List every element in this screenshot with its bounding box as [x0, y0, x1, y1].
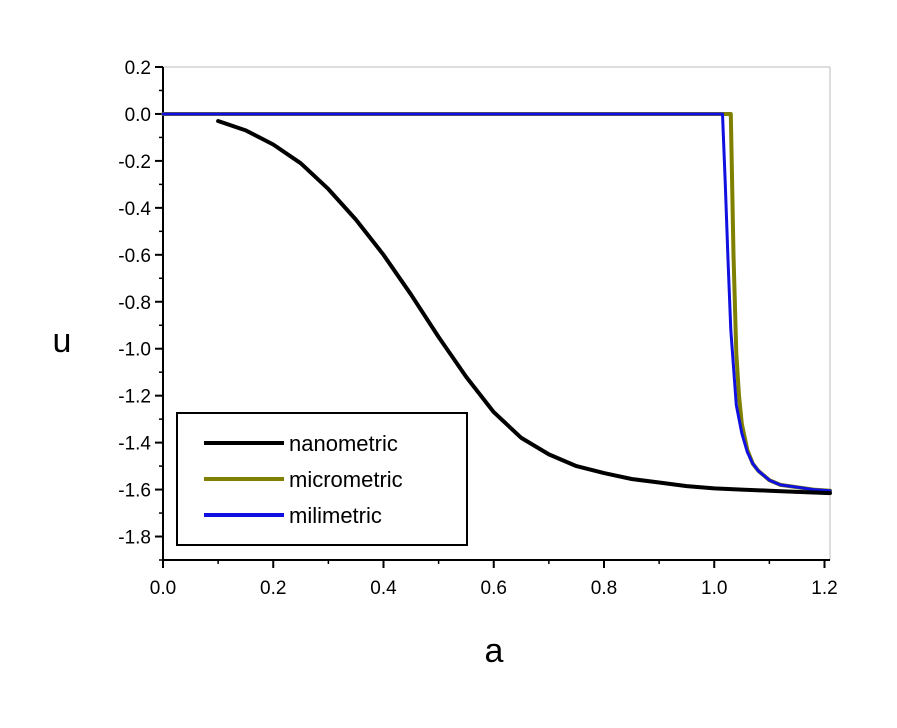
x-tick-label: 0.0 — [150, 578, 176, 599]
y-tick-label: -1.2 — [118, 387, 151, 408]
x-axis-label: a — [485, 632, 504, 670]
y-tick-label: -0.2 — [118, 152, 151, 173]
legend-entry-nanometric: nanometric — [289, 431, 398, 456]
y-tick-label: -1.0 — [118, 340, 151, 361]
series-line-nanometric — [216, 119, 832, 496]
legend: nanometric micrometric milimetric — [176, 412, 468, 546]
y-tick-label: -1.8 — [118, 528, 151, 549]
x-tick-label: 0.2 — [260, 578, 286, 599]
series-line-milimetric — [161, 112, 832, 493]
y-axis-label: u — [53, 322, 72, 360]
x-tick-label: 0.4 — [370, 578, 397, 599]
x-tick-label: 0.8 — [591, 578, 617, 599]
x-tick-label: 0.6 — [481, 578, 507, 599]
y-tick-label: 0.0 — [125, 105, 151, 126]
y-tick-label: -0.4 — [118, 199, 151, 220]
y-tick-label: -0.6 — [118, 246, 151, 267]
y-tick-label: -0.8 — [118, 293, 151, 314]
x-tick-label: 1.2 — [811, 578, 837, 599]
y-tick-label: 0.2 — [125, 58, 151, 79]
x-axis: 0.0 0.2 0.4 0.6 0.8 1.0 1.2 — [150, 560, 838, 599]
y-tick-label: -1.4 — [118, 434, 151, 455]
legend-entry-micrometric: micrometric — [289, 467, 403, 492]
x-tick-label: 1.0 — [701, 578, 727, 599]
y-tick-label: -1.6 — [118, 481, 151, 502]
y-axis: 0.2 0.0 -0.2 -0.4 -0.6 -0.8 -1.0 -1.2 -1.4 -1.6 -1… — [118, 58, 163, 561]
legend-entry-milimetric: milimetric — [289, 503, 382, 528]
series-layer — [161, 112, 832, 496]
